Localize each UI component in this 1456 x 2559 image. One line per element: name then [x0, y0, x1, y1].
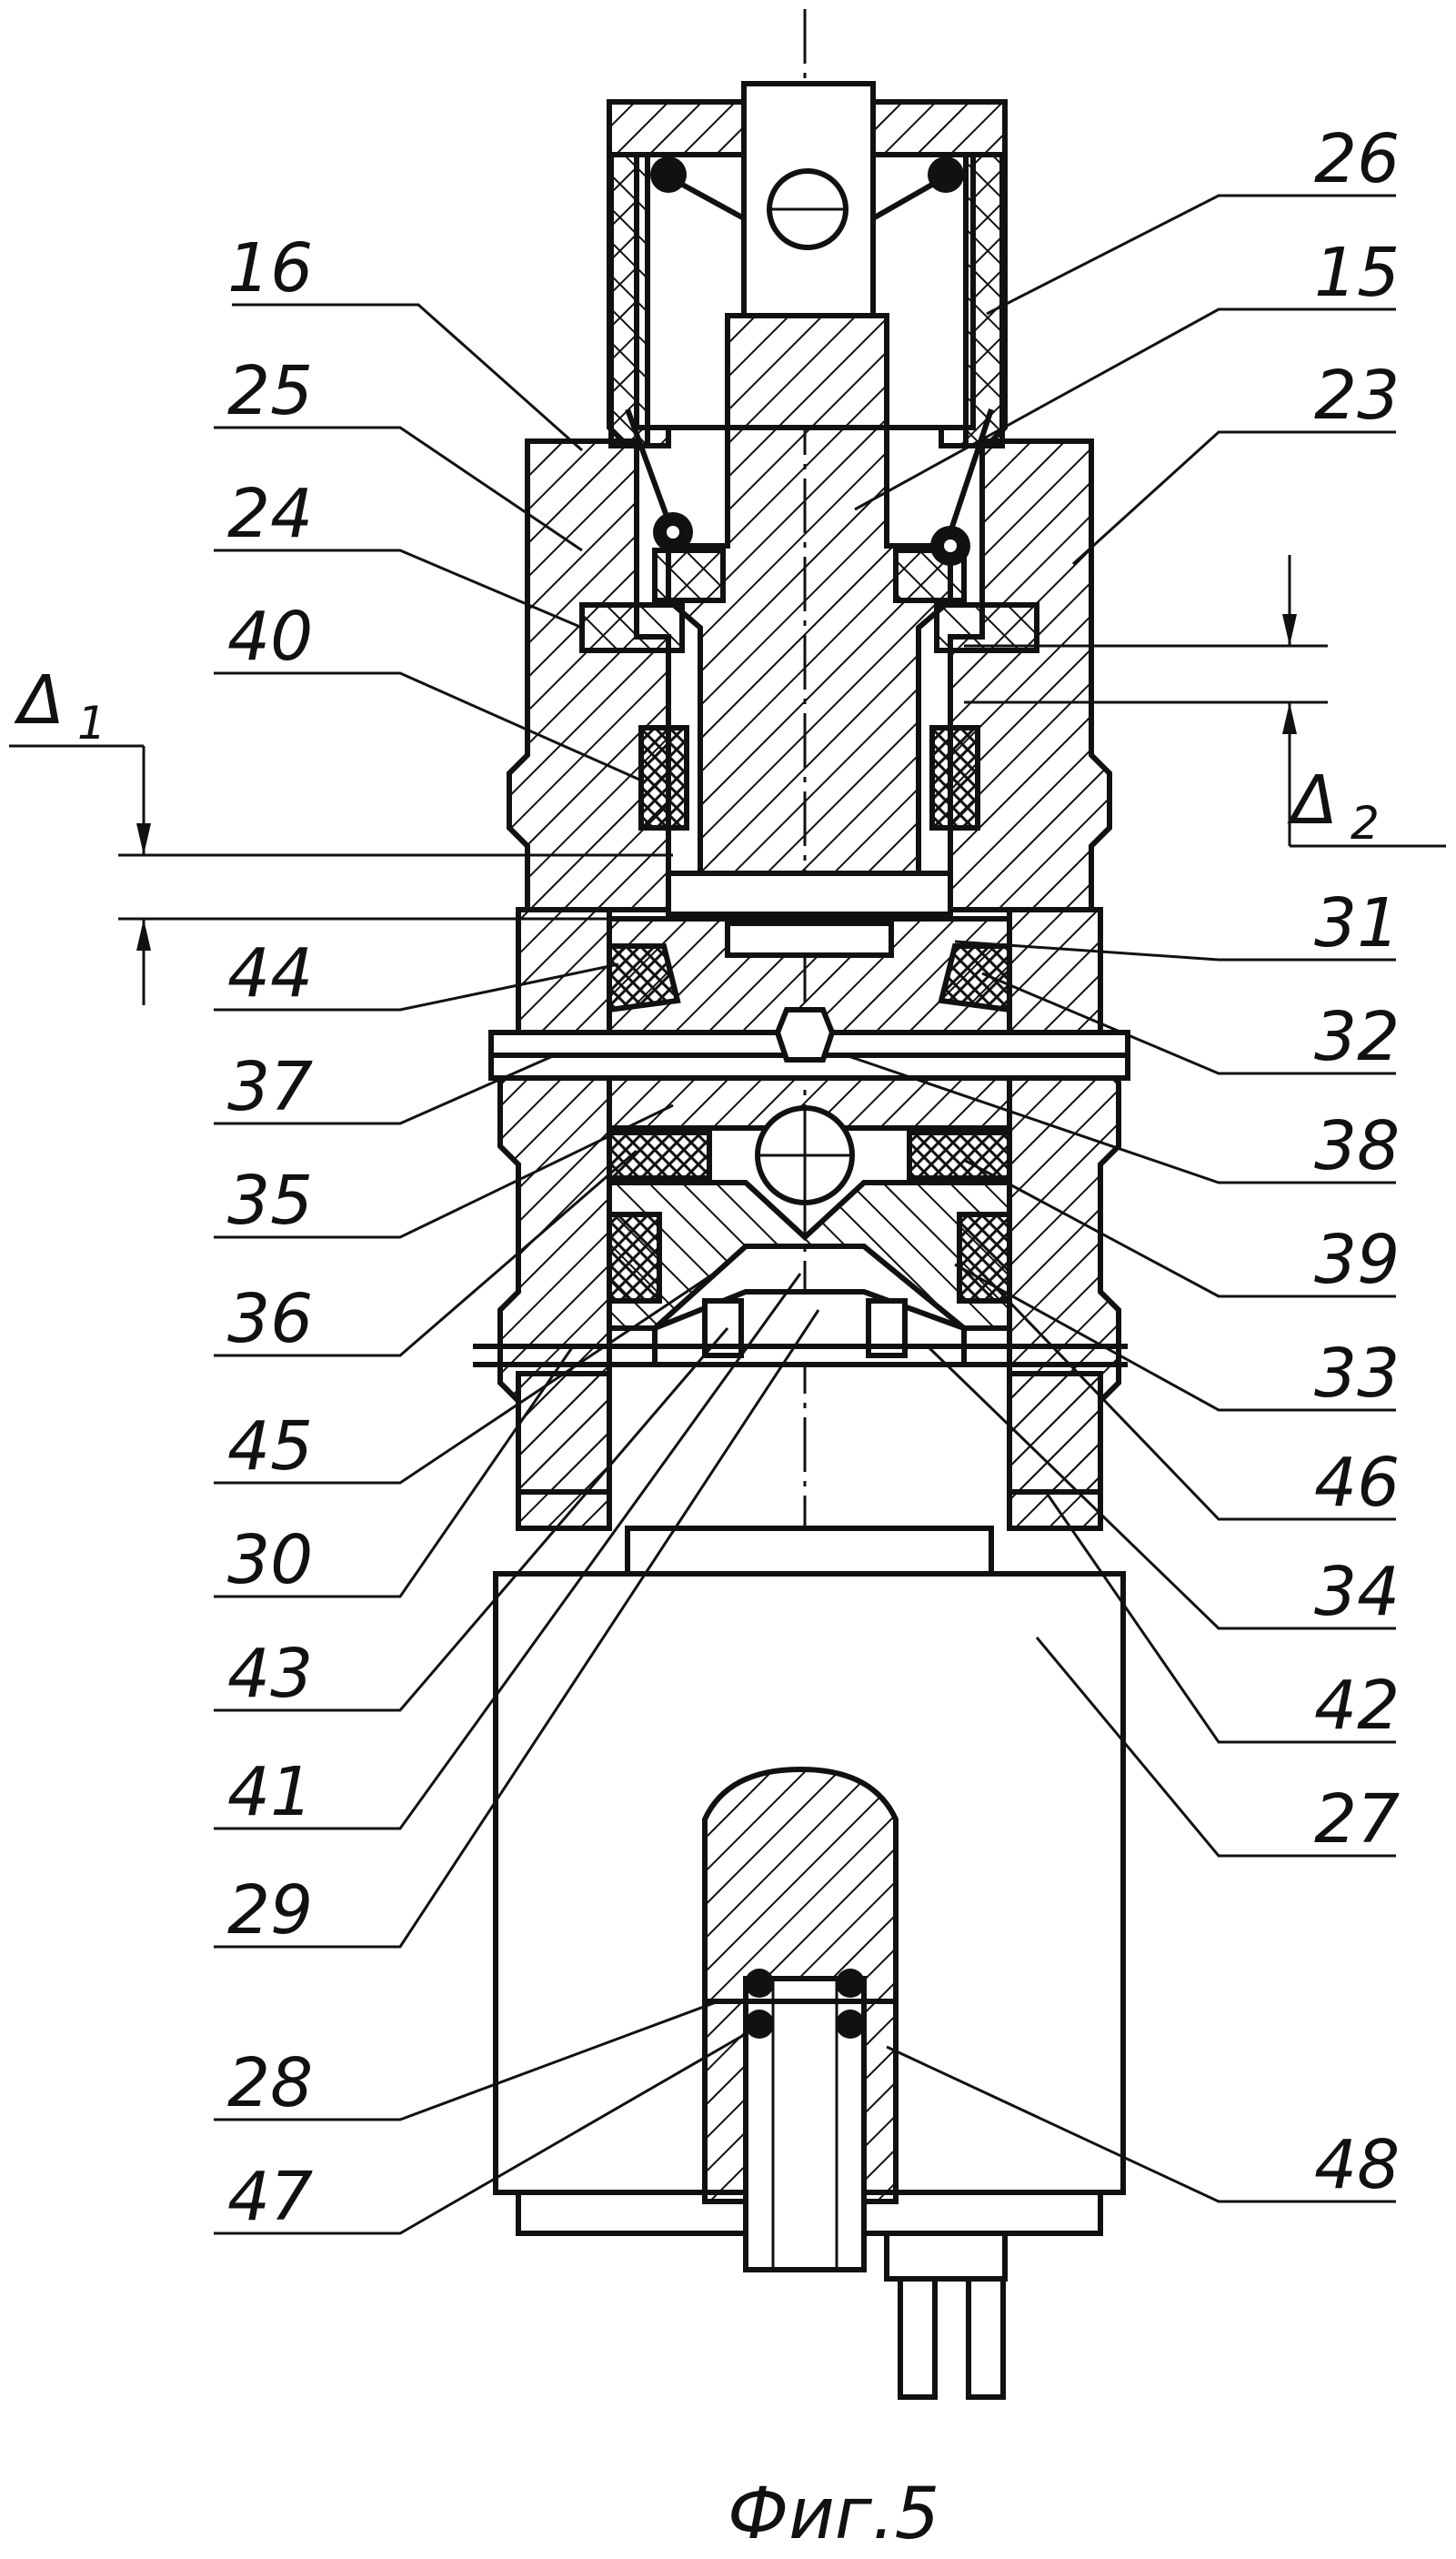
part-label-39: 39: [1314, 1221, 1400, 1299]
part-label-30: 30: [227, 1521, 313, 1599]
part-label-44: 44: [227, 934, 313, 1013]
part-label-36: 36: [227, 1280, 313, 1358]
figure-caption: Фиг.5: [728, 2473, 939, 2555]
delta1-index: 1: [77, 697, 106, 750]
part-label-34: 34: [1314, 1553, 1400, 1631]
part-label-38: 38: [1314, 1107, 1400, 1185]
part-label-32: 32: [1314, 998, 1400, 1076]
actuator-body: [496, 1574, 1123, 2397]
part-label-37: 37: [227, 1048, 313, 1126]
part-label-31: 31: [1314, 884, 1400, 962]
part-label-23: 23: [1314, 357, 1400, 435]
part-label-15: 15: [1314, 234, 1400, 312]
delta1-symbol: Δ: [14, 661, 65, 740]
part-label-40: 40: [227, 598, 313, 676]
part-label-43: 43: [227, 1635, 313, 1713]
part-label-28: 28: [227, 2044, 313, 2122]
part-label-35: 35: [227, 1162, 313, 1240]
neck: [628, 1528, 991, 1574]
part-label-45: 45: [227, 1407, 313, 1486]
part-label-26: 26: [1314, 120, 1400, 198]
part-label-25: 25: [227, 352, 313, 430]
part-label-16: 16: [227, 229, 313, 307]
part-label-41: 41: [227, 1753, 313, 1831]
part-label-29: 29: [227, 1871, 313, 1949]
delta2-index: 2: [1351, 797, 1380, 850]
part-label-47: 47: [227, 2158, 313, 2236]
part-label-48: 48: [1314, 2126, 1400, 2204]
part-label-27: 27: [1314, 1780, 1400, 1859]
part-label-46: 46: [1314, 1444, 1400, 1522]
part-label-33: 33: [1314, 1335, 1400, 1413]
part-label-24: 24: [227, 475, 313, 553]
part-label-42: 42: [1314, 1667, 1400, 1745]
part-labels-left: 16 25 24 40 44 37 35 36 45 30 43 41 29 28 47: [227, 229, 313, 2236]
part-labels-right: 26 15 23 31 32 38 39 33 46 34 42 27 48: [1314, 120, 1400, 2204]
delta2-symbol: Δ: [1287, 761, 1338, 840]
